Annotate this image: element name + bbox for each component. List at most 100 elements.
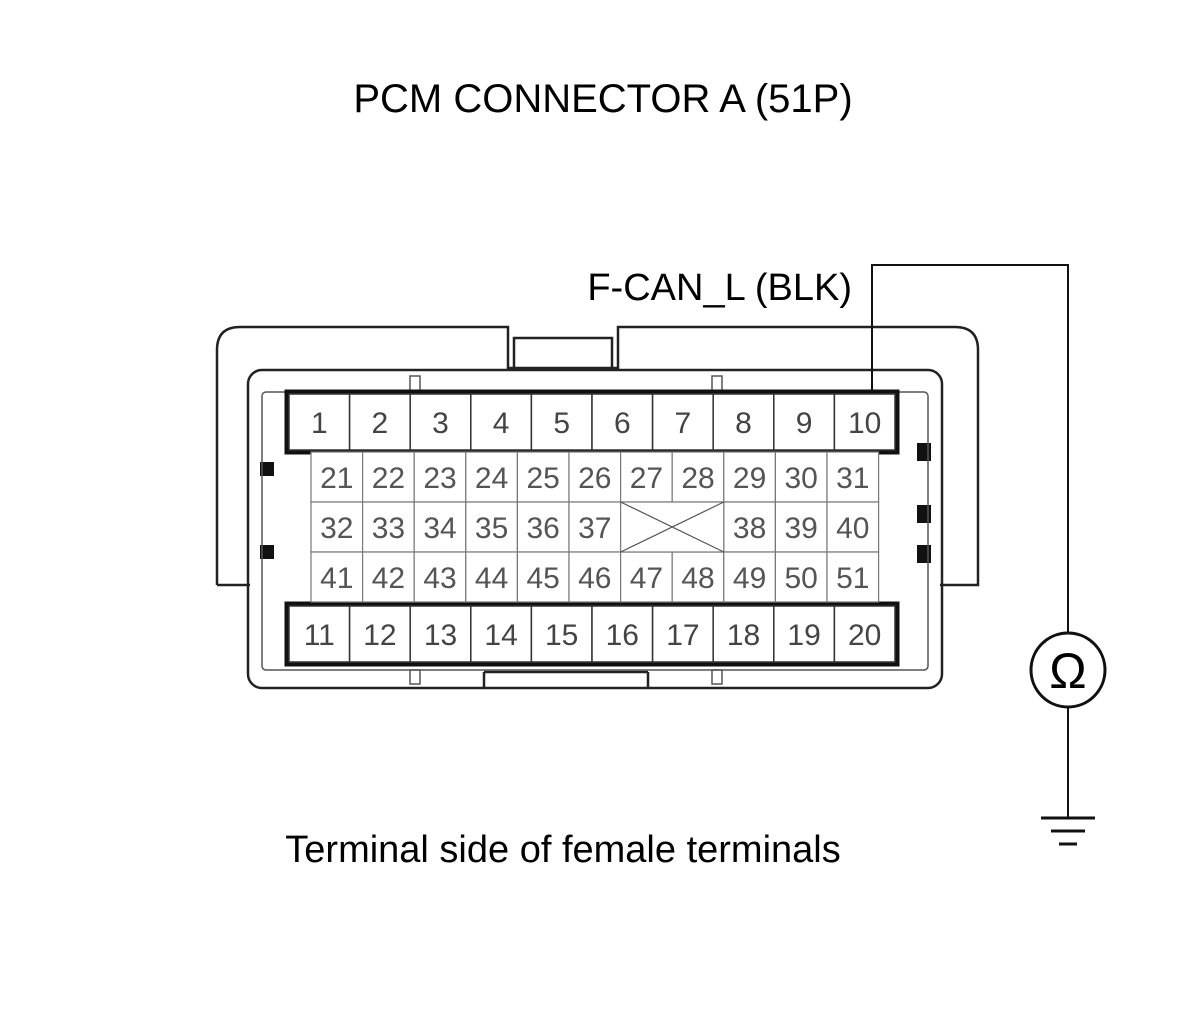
terminal-number: 8 xyxy=(735,407,752,440)
terminal-number: 42 xyxy=(372,562,405,595)
terminal-number: 36 xyxy=(527,512,560,545)
terminal-number: 30 xyxy=(785,462,818,495)
terminal-number: 27 xyxy=(630,462,663,495)
connector-shell xyxy=(215,325,980,690)
terminal-block-middle: 21 22 23 24 25 26 27 28 29 30 31 32 33 34 35 36 37 38 39 40… xyxy=(310,451,880,603)
terminal-number: 16 xyxy=(606,619,639,652)
terminal-cavity xyxy=(530,393,593,451)
terminal-number: 44 xyxy=(475,562,508,595)
diagram-caption: Terminal side of female terminals xyxy=(285,829,840,871)
terminal-number: 34 xyxy=(423,512,456,545)
terminal-cavity xyxy=(310,551,364,603)
terminal-cavity xyxy=(619,551,673,603)
terminal-cavity xyxy=(723,501,776,553)
terminal-row-bottom-frame xyxy=(284,601,900,667)
terminal-number: 46 xyxy=(578,562,611,595)
terminal-number: 3 xyxy=(432,407,449,440)
terminal-cavity xyxy=(465,501,518,553)
terminal-number: 13 xyxy=(424,619,457,652)
terminal-number: 26 xyxy=(578,462,611,495)
terminal-number: 11 xyxy=(304,619,335,652)
terminal-number: 24 xyxy=(475,462,508,495)
unused-cavity-mark xyxy=(620,501,725,553)
terminal-number: 33 xyxy=(372,512,405,545)
terminal-cavity xyxy=(826,451,880,503)
terminal-number: 28 xyxy=(681,462,714,495)
terminal-cavity xyxy=(409,605,472,663)
terminal-number: 38 xyxy=(733,512,766,545)
terminal-number: 1 xyxy=(311,407,328,440)
terminal-cavity xyxy=(470,393,533,451)
terminal-cavity xyxy=(465,451,518,503)
terminal-cavity xyxy=(712,605,775,663)
terminal-number: 12 xyxy=(363,619,396,652)
terminal-number: 43 xyxy=(423,562,456,595)
terminal-number: 20 xyxy=(848,619,881,652)
terminal-cavity xyxy=(310,501,364,553)
terminal-cavity xyxy=(826,551,880,603)
terminal-cavity xyxy=(310,451,364,503)
terminal-number: 49 xyxy=(733,562,766,595)
terminal-cavity xyxy=(651,393,714,451)
terminal-number: 41 xyxy=(320,562,353,595)
terminal-cavity xyxy=(516,551,570,603)
ohmmeter-icon: Ω xyxy=(1029,631,1107,709)
terminal-cavity xyxy=(833,605,896,663)
terminal-number: 21 xyxy=(320,462,353,495)
terminal-number: 14 xyxy=(484,619,517,652)
terminal-number: 25 xyxy=(527,462,560,495)
terminal-number: 48 xyxy=(681,562,714,595)
terminal-number: 32 xyxy=(320,512,353,545)
terminal-cavity xyxy=(723,551,776,603)
terminal-number: 47 xyxy=(630,562,663,595)
probe-wire xyxy=(871,264,1069,633)
ground-icon xyxy=(1041,816,1095,846)
terminal-number: 23 xyxy=(423,462,456,495)
terminal-number: 45 xyxy=(527,562,560,595)
terminal-cavity xyxy=(568,501,622,553)
terminal-cavity xyxy=(362,551,415,603)
terminal-cavity xyxy=(773,393,836,451)
terminal-number: 9 xyxy=(796,407,813,440)
terminal-cavity xyxy=(413,451,467,503)
terminal-number: 22 xyxy=(372,462,405,495)
terminal-number: 40 xyxy=(836,512,869,545)
terminal-cavity xyxy=(774,501,828,553)
terminal-number: 6 xyxy=(614,407,631,440)
terminal-cavity xyxy=(409,393,472,451)
terminal-cavity xyxy=(288,605,351,663)
terminal-number: 7 xyxy=(675,407,692,440)
terminal-number: 39 xyxy=(785,512,818,545)
terminal-cavity xyxy=(348,393,411,451)
terminal-number: 31 xyxy=(836,462,869,495)
terminal-cavity xyxy=(833,393,896,451)
diagram-title: PCM CONNECTOR A (51P) xyxy=(353,77,852,121)
ohm-symbol: Ω xyxy=(1049,643,1086,699)
terminal-number: 2 xyxy=(372,407,389,440)
wire-label: F-CAN_L (BLK) xyxy=(587,267,852,309)
terminal-number: 29 xyxy=(733,462,766,495)
terminal-cavity xyxy=(723,451,776,503)
terminal-cavity xyxy=(288,393,351,451)
terminal-cavity xyxy=(348,605,411,663)
terminal-cavity xyxy=(773,605,836,663)
terminal-number: 37 xyxy=(578,512,611,545)
terminal-number: 17 xyxy=(666,619,699,652)
terminal-number: 15 xyxy=(545,619,578,652)
terminal-cavity xyxy=(774,451,828,503)
terminal-cavity xyxy=(470,605,533,663)
terminal-number: 4 xyxy=(493,407,510,440)
terminal-number: 35 xyxy=(475,512,508,545)
terminal-cavity xyxy=(591,393,654,451)
terminal-cavity xyxy=(826,501,880,553)
terminal-number: 5 xyxy=(553,407,570,440)
terminal-cavity xyxy=(530,605,593,663)
terminal-number: 18 xyxy=(727,619,760,652)
terminal-cavity xyxy=(413,551,467,603)
terminal-number: 50 xyxy=(785,562,818,595)
terminal-cavity xyxy=(362,501,415,553)
terminal-number: 10 xyxy=(848,407,881,440)
terminal-number: 51 xyxy=(836,562,869,595)
terminal-row-top: 1 2 3 4 5 6 7 8 9 10 xyxy=(284,389,900,455)
